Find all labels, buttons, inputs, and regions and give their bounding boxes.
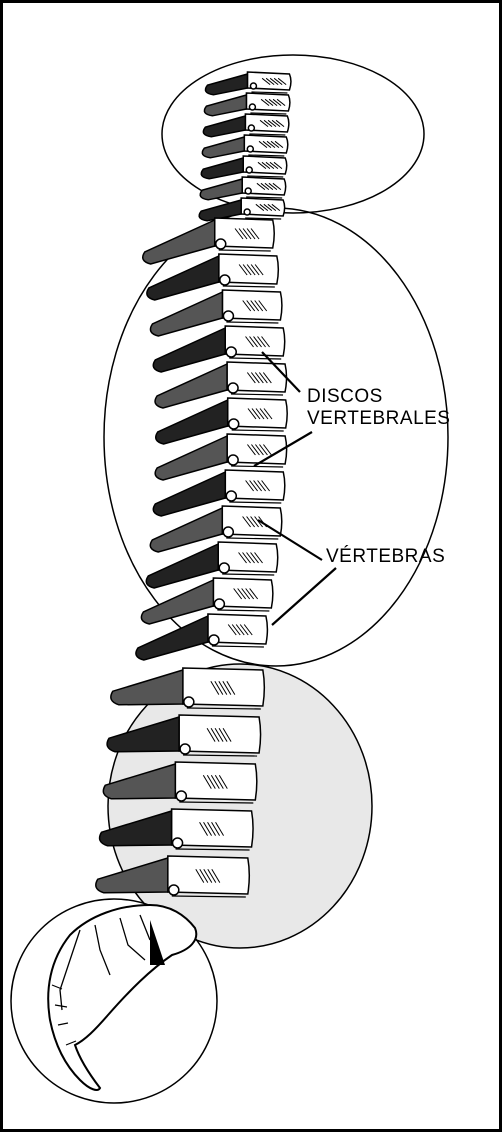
intervertebral-disc [226,538,278,539]
spinous-process [201,158,243,179]
spinous-process [143,220,215,264]
intervertebral-disc [229,502,281,503]
label-discos-line1: DISCOS [307,386,450,408]
intervertebral-disc [219,250,271,251]
intervertebral-disc [223,286,275,287]
pedicle [250,83,256,89]
pedicle [245,188,251,194]
vertebra-body [168,856,250,894]
sacrum [48,905,196,1090]
pedicle [214,599,224,609]
intervertebral-disc [226,322,278,323]
vertebra-body [172,809,254,847]
pedicle [219,563,229,573]
pedicle [246,167,252,173]
intervertebral-disc [212,646,264,647]
pedicle [248,125,254,131]
pedicle [228,455,238,465]
spinous-process [205,74,247,95]
pedicle [180,744,190,754]
spinous-process [204,95,246,116]
spinous-process [202,137,244,158]
pedicle [184,697,194,707]
intervertebral-disc [217,610,269,611]
spinous-process [200,179,242,200]
pedicle [169,885,179,895]
spinous-process [203,116,245,137]
label-discos-vertebrales: DISCOS VERTEBRALES [307,386,450,430]
vertebra-body [179,715,260,753]
pedicle [176,791,186,801]
pedicle [228,383,238,393]
spinous-process [111,670,183,705]
pedicle [223,527,233,537]
intervertebral-disc [231,394,283,395]
pedicle [223,311,233,321]
pedicle [220,275,230,285]
vertebra-body [175,762,257,800]
pedicle [173,838,183,848]
pedicle [229,419,239,429]
pedicle [244,209,250,215]
intervertebral-disc [229,358,281,359]
label-discos-line2: VERTEBRALES [307,408,450,430]
pedicle [226,347,236,357]
pedicle [216,239,226,249]
pedicle [247,146,253,152]
intervertebral-disc [232,430,284,431]
pedicle [249,104,255,110]
label-vertebras: VÉRTEBRAS [326,546,445,568]
pedicle [209,635,219,645]
intervertebral-disc [222,574,274,575]
vertebra-body [183,668,265,706]
pedicle [226,491,236,501]
intervertebral-disc [231,466,283,467]
cervical-region [162,55,424,213]
